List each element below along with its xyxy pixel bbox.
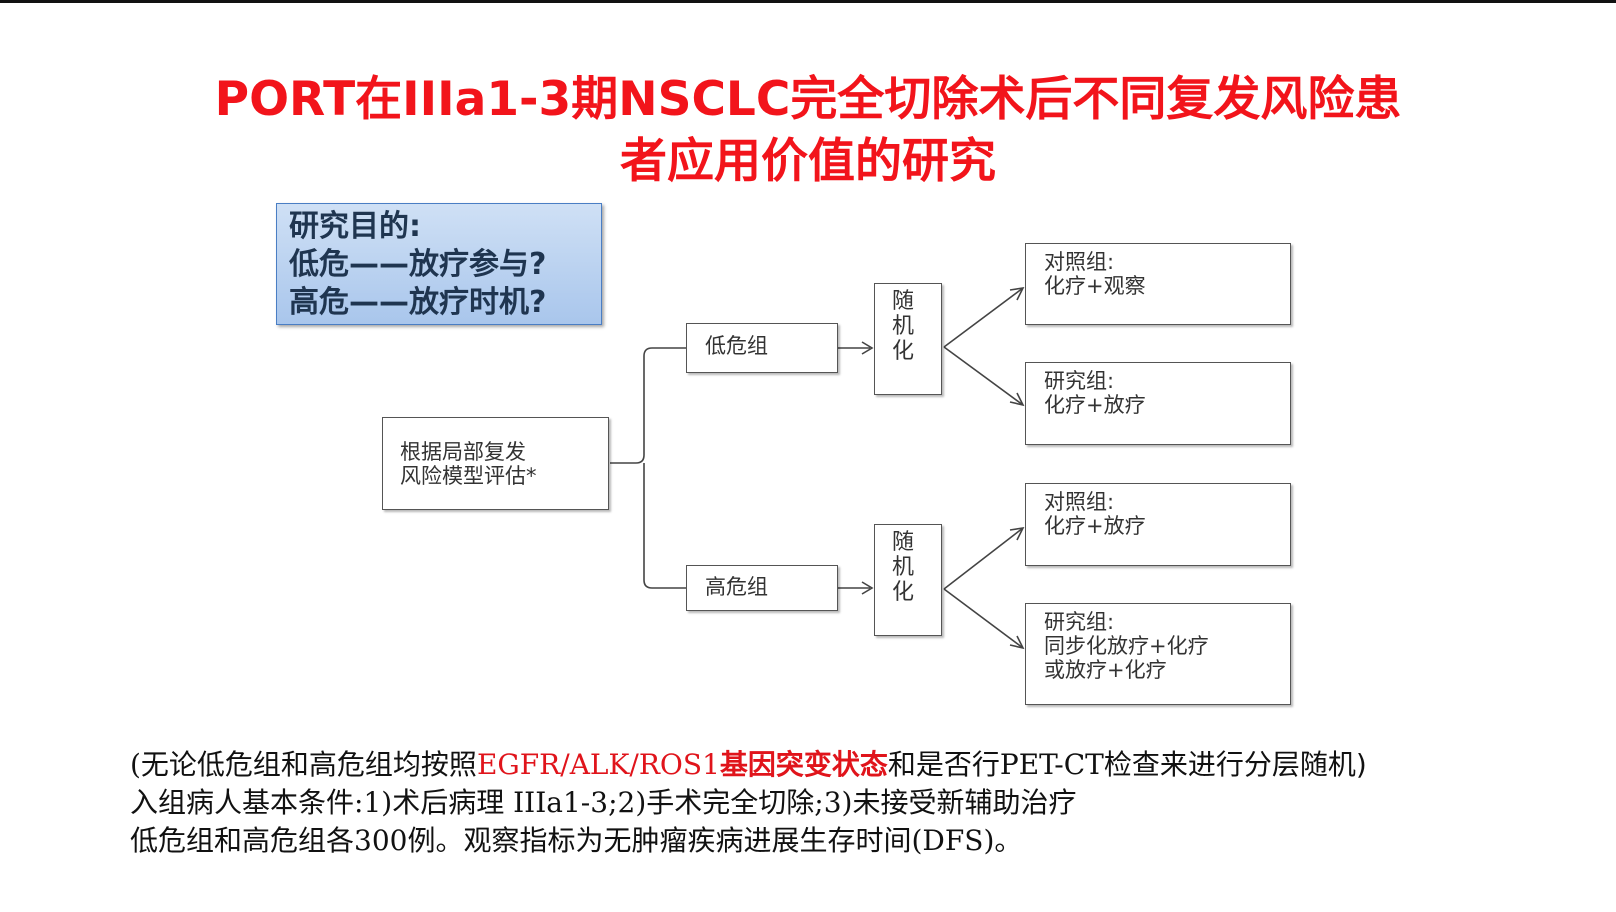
note-text: 和是否行PET-CT检查 [887,748,1160,781]
stratification-note: (无论低危组和高危组均按照EGFR/ALK/ROS1基因突变状态和是否行PET-… [130,746,1570,784]
arm-treatment: 化疗+放疗 [1044,514,1146,538]
low-risk-group-label: 低危组 [705,334,768,358]
arm-treatment: 化疗+观察 [1044,274,1146,298]
arrow-low-to-rand-head [861,341,874,355]
study-objective-box: 研究目的: 低危——放疗参与? 高危——放疗时机? [276,203,602,325]
arm-title: 对照组: [1044,490,1115,514]
high-risk-study-arm: 研究组: 同步化放疗+化疗 或放疗+化疗 [1025,603,1291,705]
slide-title-line-2: 者应用价值的研究 [620,134,996,189]
note-text: (无论低危组和高危组均按照 [130,748,477,781]
arrow-rand1-to-study [943,346,1024,406]
arrow-high-to-rand-head [861,581,874,595]
objective-high-risk: 高危——放疗时机? [289,285,547,320]
arm-title: 研究组: [1044,610,1115,634]
assessment-line-1: 根据局部复发 [400,440,526,464]
low-risk-control-arm: 对照组: 化疗+观察 [1025,243,1291,325]
note-text: 未接受新辅助治疗 [852,786,1077,819]
randomization-box-high: 随 机 化 [874,524,942,636]
gene-status-highlight: 基因突变状态 [719,748,888,781]
slide-title-line-1: PORT在IIIa1-3期NSCLC完全切除术后不同复发风险患 [214,72,1402,127]
arrow-rand1-to-control [943,287,1024,348]
bracket-connector-lower [643,463,686,589]
note-text: 。 [994,824,1023,857]
randomize-char: 化 [892,339,915,364]
objective-heading: 研究目的: [289,209,421,244]
objective-low-risk: 低危——放疗参与? [289,247,547,282]
randomize-char: 机 [892,314,915,339]
note-text: 例。观察指标为无肿瘤疾病进展生存时间 [407,824,912,857]
arm-title: 对照组: [1044,250,1115,274]
note-text: 来进行分层随机) [1159,748,1367,781]
top-border [0,0,1616,3]
risk-assessment-box: 根据局部复发 风险模型评估* [382,417,609,510]
note-text: IIIa1-3;2) [504,786,647,819]
assessment-line-2: 风险模型评估* [400,464,537,488]
note-text: (DFS) [911,824,995,857]
note-text: 300 [354,824,408,857]
note-text: :1) [354,786,393,819]
high-risk-control-arm: 对照组: 化疗+放疗 [1025,483,1291,566]
arrow-rand2-to-control-head [1009,526,1025,541]
arrow-rand2-to-control [943,527,1024,590]
arrow-rand2-to-study-head [1009,635,1025,650]
arrow-rand1-to-study-head [1009,392,1025,407]
note-text: ;3) [814,786,853,819]
inclusion-criteria-note: 入组病人基本条件:1)术后病理 IIIa1-3;2)手术完全切除;3)未接受新辅… [130,784,1570,822]
gene-list: EGFR/ALK/ROS1 [476,748,720,781]
arm-treatment-alt: 或放疗+化疗 [1044,658,1167,682]
randomize-char: 随 [892,289,915,314]
low-risk-group-box: 低危组 [686,323,838,373]
high-risk-group-label: 高危组 [705,575,768,599]
randomize-char: 随 [892,530,915,555]
randomize-char: 化 [892,580,915,605]
note-text: 术后病理 [392,786,505,819]
note-text: 入组病人基本条件 [130,786,355,819]
arm-treatment: 化疗+放疗 [1044,393,1146,417]
study-notes: (无论低危组和高危组均按照EGFR/ALK/ROS1基因突变状态和是否行PET-… [130,746,1570,860]
bracket-connector [610,347,686,464]
note-text: 手术完全切除 [646,786,815,819]
arm-treatment: 同步化放疗+化疗 [1044,634,1209,658]
arrow-rand2-to-study [943,588,1024,649]
arrow-rand1-to-control-head [1009,286,1025,301]
sample-size-note: 低危组和高危组各300例。观察指标为无肿瘤疾病进展生存时间(DFS)。 [130,822,1570,860]
randomize-char: 机 [892,555,915,580]
randomization-box-low: 随 机 化 [874,283,942,395]
note-text: 低危组和高危组各 [130,824,355,857]
arm-title: 研究组: [1044,369,1115,393]
high-risk-group-box: 高危组 [686,565,838,611]
low-risk-study-arm: 研究组: 化疗+放疗 [1025,362,1291,445]
